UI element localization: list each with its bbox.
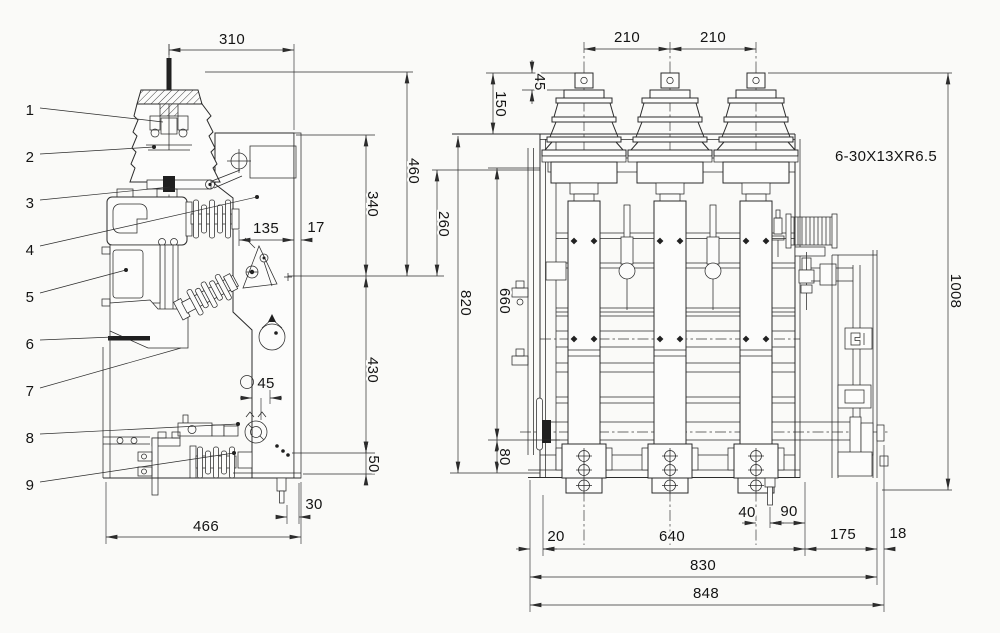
dim-640: 640 <box>659 528 685 545</box>
side-view-dimensions: 310 460 340 260 430 50 135 17 45 <box>105 29 540 544</box>
dim-90: 90 <box>780 503 797 520</box>
side-view-callouts: 1 2 3 4 5 6 7 8 9 <box>24 100 258 496</box>
dim-340: 340 <box>364 191 381 217</box>
dim-40: 40 <box>738 504 755 521</box>
dim-135: 135 <box>253 220 279 237</box>
spring-coil <box>793 217 831 245</box>
black-block <box>542 420 551 443</box>
operating-hole <box>258 314 286 351</box>
pole-1 <box>541 42 627 545</box>
dim-210-a: 210 <box>614 29 640 46</box>
dim-460: 460 <box>405 158 422 184</box>
bell-crank-lever <box>242 237 278 289</box>
dim-210-b: 210 <box>700 29 726 46</box>
dim-175: 175 <box>830 526 856 543</box>
dim-30: 30 <box>305 496 322 513</box>
dim-1008: 1008 <box>947 274 964 309</box>
side-view: 1 2 3 4 5 6 7 8 9 310 460 340 260 430 50 <box>24 29 540 544</box>
black-bar <box>108 336 150 341</box>
pole-2 <box>627 42 713 545</box>
callout-8: 8 <box>26 430 35 447</box>
dim-45-hole: 45 <box>257 375 274 392</box>
callout-5: 5 <box>26 289 35 306</box>
callout-3: 3 <box>26 195 35 212</box>
upper-ribbed-insulator <box>185 199 240 239</box>
diameter-symbol-icon <box>240 375 254 389</box>
callout-7: 7 <box>26 383 35 400</box>
nameplate <box>249 145 297 179</box>
dim-80: 80 <box>496 448 513 465</box>
operating-mechanism <box>764 209 889 506</box>
dim-310: 310 <box>219 31 245 48</box>
dim-18: 18 <box>889 525 906 542</box>
dim-17: 17 <box>307 219 324 236</box>
rotary-knob <box>244 411 268 444</box>
tilted-ribbed-insulator <box>173 273 239 321</box>
shaft-end-cap <box>876 424 885 442</box>
dim-20: 20 <box>547 528 564 545</box>
tie-rods <box>618 204 722 310</box>
drain-bolt <box>276 477 287 492</box>
dim-848: 848 <box>693 585 719 602</box>
front-view-dimensions: 210 210 45 150 820 660 80 1008 <box>450 27 966 612</box>
pole-3 <box>713 42 799 545</box>
bushing-flange <box>146 169 243 192</box>
dim-150: 150 <box>492 91 509 117</box>
alignment-target-icon <box>227 149 251 173</box>
callout-9: 9 <box>26 477 35 494</box>
callout-2: 2 <box>26 149 35 166</box>
dim-260: 260 <box>435 211 452 237</box>
dim-660: 660 <box>496 288 513 314</box>
callout-1: 1 <box>26 102 35 119</box>
dim-50: 50 <box>365 455 382 472</box>
dim-830: 830 <box>690 557 716 574</box>
dim-430: 430 <box>364 357 381 383</box>
dim-820: 820 <box>457 290 474 316</box>
dim-45-top: 45 <box>531 73 548 90</box>
slot-note: 6-30X13XR6.5 <box>835 148 937 165</box>
mechanism-box <box>101 188 189 349</box>
callout-6: 6 <box>26 336 35 353</box>
front-view: 6-30X13XR6.5 210 210 45 150 820 660 80 1… <box>450 27 966 612</box>
callout-4: 4 <box>26 242 35 259</box>
lower-terminal-assembly <box>137 414 239 496</box>
side-base <box>102 331 301 504</box>
arrow-up-icon <box>268 314 276 322</box>
dim-466: 466 <box>193 518 219 535</box>
lower-ribbed-insulator <box>189 445 253 479</box>
earth-bolt <box>764 477 776 488</box>
logo-emblem <box>844 327 873 350</box>
reference-cross-icon <box>284 273 292 281</box>
